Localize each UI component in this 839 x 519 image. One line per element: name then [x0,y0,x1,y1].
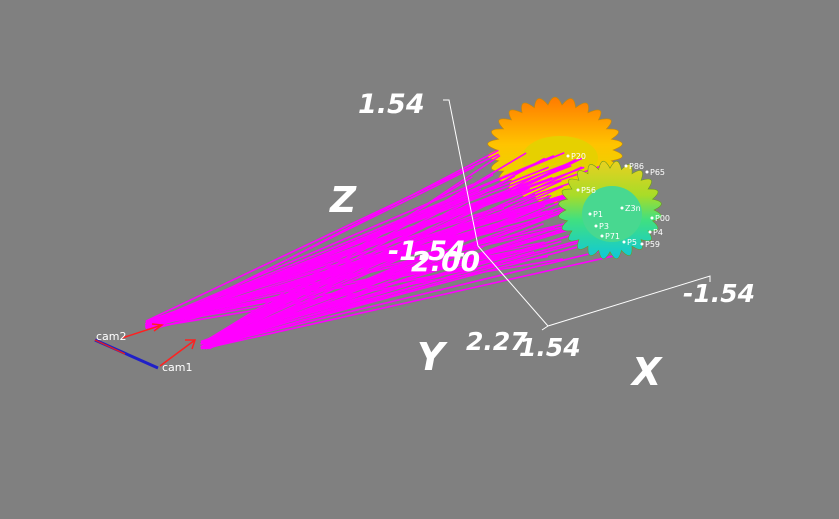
y-axis-line [477,245,549,327]
camera-1[interactable]: cam1 [159,339,197,374]
ray-line [153,229,492,322]
camera-2-baseline-red [94,339,126,355]
camera-2-arrow [121,324,163,339]
feature-point [594,224,598,228]
ray-line [205,206,512,344]
feature-point [624,164,628,168]
feature-point-label: P20 [571,152,586,161]
feature-point [645,170,649,174]
ray-line [207,243,628,347]
ray-line [209,223,544,349]
ray-line [203,253,621,350]
feature-point-label: P59 [645,240,660,249]
ray-line [153,149,499,330]
ray-line [205,231,615,350]
z-tick-bottom: -1.54 [388,236,466,267]
flower-surface-front [558,160,662,260]
feature-point [640,242,644,246]
x-axis-line [547,275,711,327]
z-tick-top: 1.54 [358,89,425,120]
z-axis-label: Z [329,180,357,221]
camera-1-arrow [159,339,196,367]
ray-line [200,176,473,345]
feature-point [650,216,654,220]
feature-point-label: P1 [593,210,603,219]
feature-point [648,230,652,234]
ray-line [149,221,570,323]
x-tick-max: -1.54 [683,279,755,308]
ray-line [203,216,634,345]
y-tick-min: 2.27 [466,327,528,356]
feature-point [600,234,604,238]
feature-point-label: P71 [605,232,620,241]
ray-line [150,183,474,323]
ray-line [150,245,548,326]
ray-line [202,187,622,344]
feature-point-label: P56 [581,186,596,195]
feature-point-label: P00 [655,214,670,223]
x-axis-label: X [630,350,663,394]
ray-line [151,165,572,328]
feature-point-label: P86 [629,162,644,171]
z-axis-line [443,99,479,247]
camera-1-arrowhead [185,339,197,350]
flower-front-center [582,186,642,242]
feature-point [620,206,624,210]
feature-point-label: P65 [650,168,665,177]
ray-line [202,190,578,350]
ray-bundle [144,149,634,350]
camera-2-label: cam2 [96,330,127,343]
feature-point [622,240,626,244]
x-tick-min: 1.54 [519,333,581,362]
axes-lines [443,99,711,331]
feature-point [566,154,570,158]
camera-1-label: cam1 [162,361,193,374]
camera-2[interactable]: cam2 [94,323,164,370]
feature-point [588,212,592,216]
y-axis-label: Y [417,335,448,379]
y-tick-value: 2.00 [411,245,480,278]
feature-point-label: Z3n [625,204,641,213]
ray-line [208,204,583,348]
camera-2-arrowhead [151,323,164,332]
ray-line [204,202,471,342]
ray-line [145,194,607,324]
feature-point-label: P5 [627,238,637,247]
ray-line [205,216,609,343]
feature-point [576,188,580,192]
y-tick [541,325,549,331]
feature-point-label: P3 [599,222,609,231]
feature-point-label: P4 [653,228,663,237]
ray-line [145,153,500,322]
